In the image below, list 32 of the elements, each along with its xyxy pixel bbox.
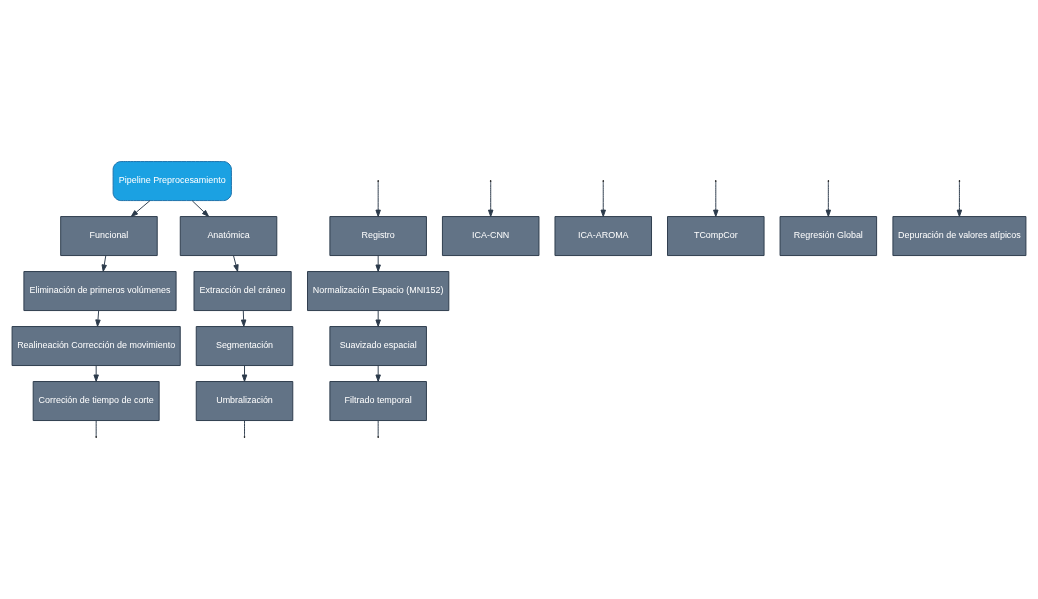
connector: [377, 420, 379, 437]
node-box: Anatómica: [179, 216, 278, 257]
arrow: [600, 181, 606, 217]
node-box: Correción de tiempo de corte: [32, 381, 160, 422]
arrow: [956, 181, 963, 217]
connector: [95, 420, 97, 437]
arrow: [713, 181, 719, 217]
arrow: [191, 200, 210, 217]
node-box: Segmentación: [195, 326, 294, 367]
arrow: [825, 181, 832, 217]
arrow: [130, 200, 151, 217]
arrow: [233, 255, 239, 272]
node-box: Eliminación de primeros volúmenes: [23, 271, 177, 312]
node-box: Depuración de valores atípicos: [892, 216, 1027, 257]
node-box: TCompCor: [667, 216, 765, 257]
arrow: [95, 310, 101, 327]
node-box: Realineación Corrección de movimiento: [11, 326, 181, 367]
node-box: Umbralización: [195, 381, 294, 422]
node-box: Funcional: [60, 216, 158, 257]
arrow: [375, 181, 381, 217]
node-box: Pipeline Preprocesamiento: [112, 161, 232, 202]
node-box: Regresión Global: [779, 216, 878, 257]
node-box: Extracción del cráneo: [193, 271, 292, 312]
node-box: Suavizado espacial: [329, 326, 427, 367]
node-box: ICA-CNN: [441, 216, 540, 257]
connector: [244, 420, 245, 437]
node-box: Registro: [329, 216, 427, 257]
node-box: Filtrado temporal: [329, 381, 427, 422]
node-box: ICA-AROMA: [554, 216, 652, 257]
node-box: Normalización Espacio (MNI152): [307, 271, 450, 312]
arrow: [488, 181, 494, 217]
arrow: [101, 255, 107, 272]
